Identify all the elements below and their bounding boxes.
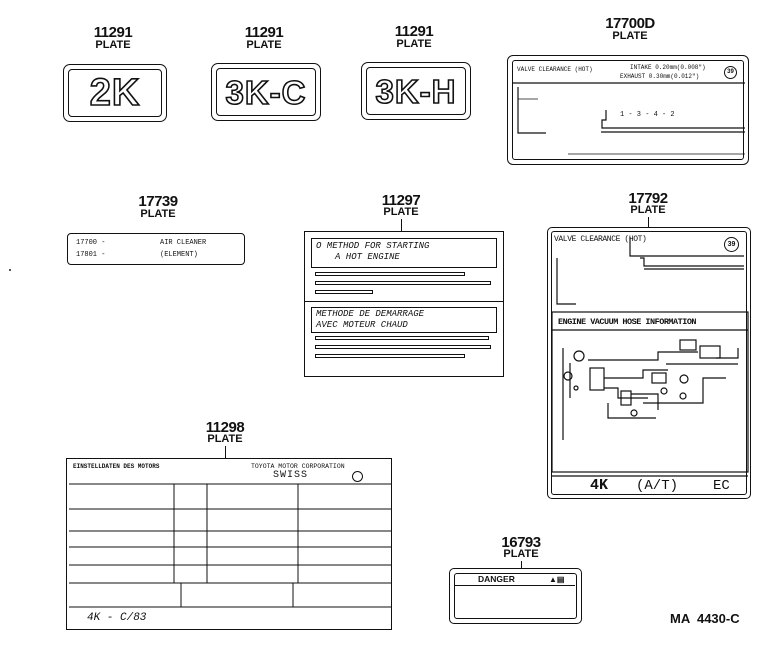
valve-clearance-title: VALVE CLEARANCE (HOT) — [517, 66, 593, 73]
danger-header-bar — [454, 585, 575, 587]
hot-start-en-line1: O METHOD FOR STARTING — [316, 241, 430, 251]
valve-clearance-lines — [513, 82, 745, 155]
hot-start-en-bar3 — [315, 290, 373, 294]
part-number-11297: 11297 — [381, 192, 421, 209]
swiss-logo — [352, 471, 363, 482]
plate-vacuum-hose: VALVE CLEARANCE (HOT) 39 ENGINE VACUUM H… — [547, 227, 751, 499]
part-name-plate-c: PLATE — [396, 38, 432, 50]
plate-danger-inner — [454, 573, 577, 619]
air-cleaner-label: AIR CLEANER — [160, 239, 207, 247]
hot-start-fr-bar1 — [315, 336, 489, 340]
part-name-plate-g: PLATE — [630, 204, 666, 216]
element-code: 17801 - — [76, 251, 106, 259]
hot-start-en-line2: A HOT ENGINE — [335, 252, 400, 262]
part-number-11291-b: 11291 — [244, 24, 284, 41]
part-number-11298: 11298 — [205, 419, 245, 436]
hot-start-fr-line2: AVEC MOTEUR CHAUD — [316, 320, 408, 330]
swiss-header-left: EINSTELLDATEN DES MOTORS — [73, 463, 160, 470]
plate-2k-text: 2K — [89, 71, 141, 115]
plate-3k-h-text: 3K-H — [375, 72, 457, 111]
part-number-17792: 17792 — [628, 190, 668, 207]
hot-start-fr-box — [311, 307, 497, 333]
plate-2k: 2K — [63, 64, 167, 122]
part-name-plate-a: PLATE — [95, 39, 131, 51]
hot-start-fr-line1: METHODE DE DEMARRAGE — [316, 309, 425, 319]
air-cleaner-code: 17700 - — [76, 239, 106, 247]
leader-line-16793 — [521, 561, 522, 569]
vacuum-footer-code: EC — [713, 478, 730, 494]
hot-start-en-bar2 — [315, 281, 491, 285]
plate-3k-c: 3K-C — [211, 63, 321, 121]
vacuum-section-title: ENGINE VACUUM HOSE INFORMATION — [558, 317, 697, 327]
vacuum-valve-lines — [551, 237, 749, 477]
part-number-11291-a: 11291 — [93, 24, 133, 41]
part-number-17739: 17739 — [138, 193, 178, 210]
hot-start-en-bar1 — [315, 272, 465, 276]
plate-swiss: EINSTELLDATEN DES MOTORS TOYOTA MOTOR CO… — [66, 458, 392, 630]
part-name-plate-i: PLATE — [503, 548, 539, 560]
plate-2k-inner — [68, 69, 162, 117]
plate-danger: DANGER ▲▤ — [449, 568, 582, 624]
intake-spec: INTAKE 0.20mm(0.008") — [630, 64, 706, 71]
hot-start-divider — [305, 301, 503, 303]
plate-3k-c-text: 3K-C — [225, 73, 307, 112]
hot-start-fr-bar2 — [315, 345, 491, 349]
part-name-plate-d: PLATE — [612, 30, 648, 42]
plate-3k-h-inner — [366, 67, 466, 115]
plate-3k-c-inner — [216, 68, 316, 116]
leader-line-11297 — [401, 219, 402, 231]
vacuum-valve-title: VALVE CLEARANCE (HOT) — [554, 235, 647, 244]
plate-air-cleaner: 17700 - AIR CLEANER 17801 - (ELEMENT) — [67, 233, 245, 265]
plate-valve-clearance-inner — [512, 60, 744, 160]
badge-39-circle: 39 — [724, 66, 737, 79]
leader-line-17792 — [648, 217, 649, 227]
part-number-17700d: 17700D — [605, 15, 655, 32]
part-name-plate-b: PLATE — [246, 39, 282, 51]
figure-code: MA 4430-C — [670, 611, 740, 626]
part-number-16793: 16793 — [501, 534, 541, 551]
plate-hot-start: O METHOD FOR STARTING A HOT ENGINE METHO… — [304, 231, 504, 377]
plate-3k-h: 3K-H — [361, 62, 471, 120]
plate-valve-clearance: VALVE CLEARANCE (HOT) INTAKE 0.20mm(0.00… — [507, 55, 749, 165]
part-name-plate-h: PLATE — [207, 433, 243, 445]
vacuum-hose-schematic — [562, 339, 739, 440]
swiss-header-right: TOYOTA MOTOR CORPORATION — [251, 463, 345, 470]
vacuum-footer-model: 4K — [590, 477, 609, 494]
part-name-plate-f: PLATE — [383, 206, 419, 218]
part-number-11291-c: 11291 — [394, 23, 434, 40]
part-name-plate-e: PLATE — [140, 208, 176, 220]
swiss-grid — [69, 483, 391, 608]
stray-dot — [9, 269, 11, 271]
element-label: (ELEMENT) — [160, 251, 198, 259]
hot-start-en-box — [311, 238, 497, 268]
vacuum-footer-trans: (A/T) — [636, 478, 679, 494]
danger-glyph-icon: ▲▤ — [549, 575, 565, 584]
hot-start-fr-bar3 — [315, 354, 465, 358]
swiss-footer: 4K - C/83 — [87, 612, 147, 624]
danger-label: DANGER — [478, 574, 515, 584]
exhaust-spec: EXHAUST 0.30mm(0.012") — [620, 73, 700, 80]
firing-order: 1 - 3 - 4 - 2 — [620, 111, 675, 119]
vacuum-badge-39: 39 — [724, 237, 739, 252]
leader-line-11298 — [225, 446, 226, 458]
swiss-sub: SWISS — [273, 470, 309, 481]
